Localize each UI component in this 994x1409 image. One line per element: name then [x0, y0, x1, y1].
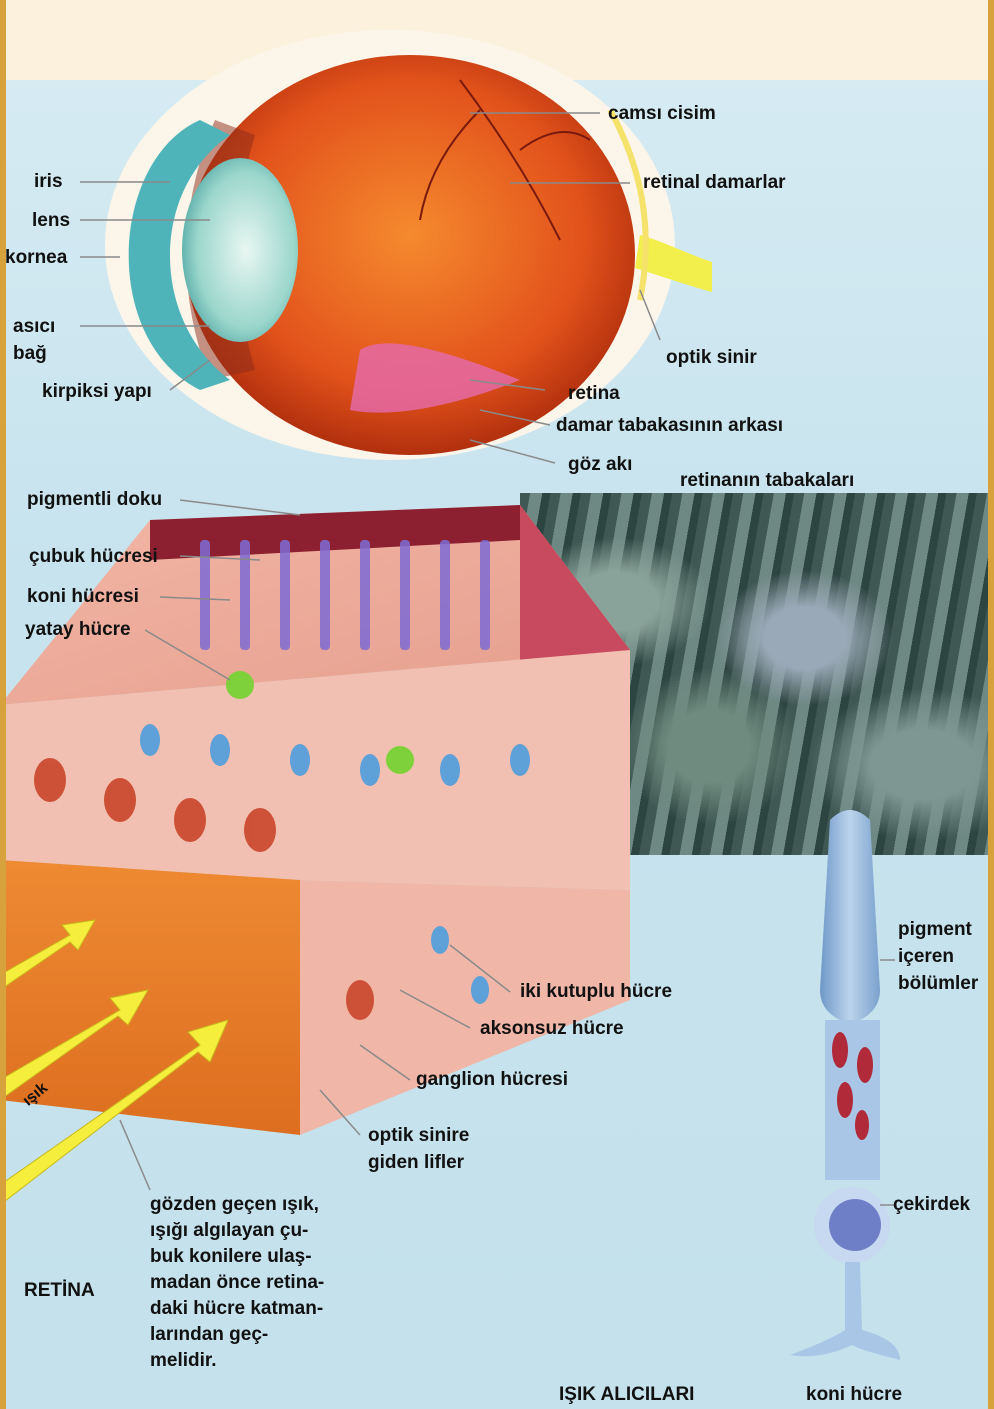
caption-note-line: melidir. [150, 1348, 410, 1374]
label-optik-sinir: optik sinir [666, 347, 757, 370]
frame-right [988, 0, 994, 1409]
label-retina: retina [568, 383, 620, 406]
label-cekirdek: çekirdek [893, 1194, 970, 1217]
caption-note-line: ışığı algılayan çu- [150, 1218, 410, 1244]
label-kirpiksi-yapi: kirpiksi yapı [42, 381, 152, 404]
label-lens: lens [32, 210, 70, 233]
label-retina-tabakalari: retinanın tabakaları [680, 470, 854, 493]
label-damar-tabakasi: damar tabakasının arkası [556, 415, 783, 438]
caption-isik-alicilari: IŞIK ALICILARI [559, 1384, 694, 1407]
caption-note: gözden geçen ışık, ışığı algılayan çu- b… [150, 1192, 410, 1374]
caption-note-line: madan önce retina- [150, 1270, 410, 1296]
caption-note-line: larından geç- [150, 1322, 410, 1348]
label-yatay-hucre: yatay hücre [25, 619, 131, 642]
label-kornea: kornea [5, 247, 67, 270]
label-asici: asıcı [13, 316, 55, 339]
eyeball [105, 30, 712, 460]
caption-note-line: buk konilere ulaş- [150, 1244, 410, 1270]
caption-retina: RETİNA [24, 1280, 95, 1303]
label-pigmentli-doku: pigmentli doku [27, 489, 162, 512]
label-aksonsuz: aksonsuz hücre [480, 1018, 624, 1041]
label-koni-hucresi: koni hücresi [27, 586, 139, 609]
label-camsi-cisim: camsı cisim [608, 103, 716, 126]
frame-left [0, 0, 6, 1409]
label-iris: iris [34, 171, 63, 194]
caption-note-line: gözden geçen ışık, [150, 1192, 410, 1218]
label-retinal-damarlar: retinal damarlar [643, 172, 786, 195]
label-bag: bağ [13, 343, 47, 366]
nucleus [829, 1199, 881, 1251]
label-iki-kutuplu: iki kutuplu hücre [520, 981, 672, 1004]
label-cubuk-hucresi: çubuk hücresi [29, 546, 158, 569]
lens [182, 158, 298, 342]
label-ganglion: ganglion hücresi [416, 1069, 568, 1092]
label-optik-sinire-1: optik sinire [368, 1125, 469, 1148]
label-pigment-2: içeren [898, 946, 954, 969]
label-optik-sinire-2: giden lifler [368, 1152, 464, 1175]
caption-note-line: daki hücre katman- [150, 1296, 410, 1322]
cone-cell [790, 810, 900, 1360]
label-pigment-3: bölümler [898, 973, 978, 996]
label-koni-hucre: koni hücre [806, 1384, 902, 1407]
label-pigment-1: pigment [898, 919, 972, 942]
label-goz-aki: göz akı [568, 454, 632, 477]
